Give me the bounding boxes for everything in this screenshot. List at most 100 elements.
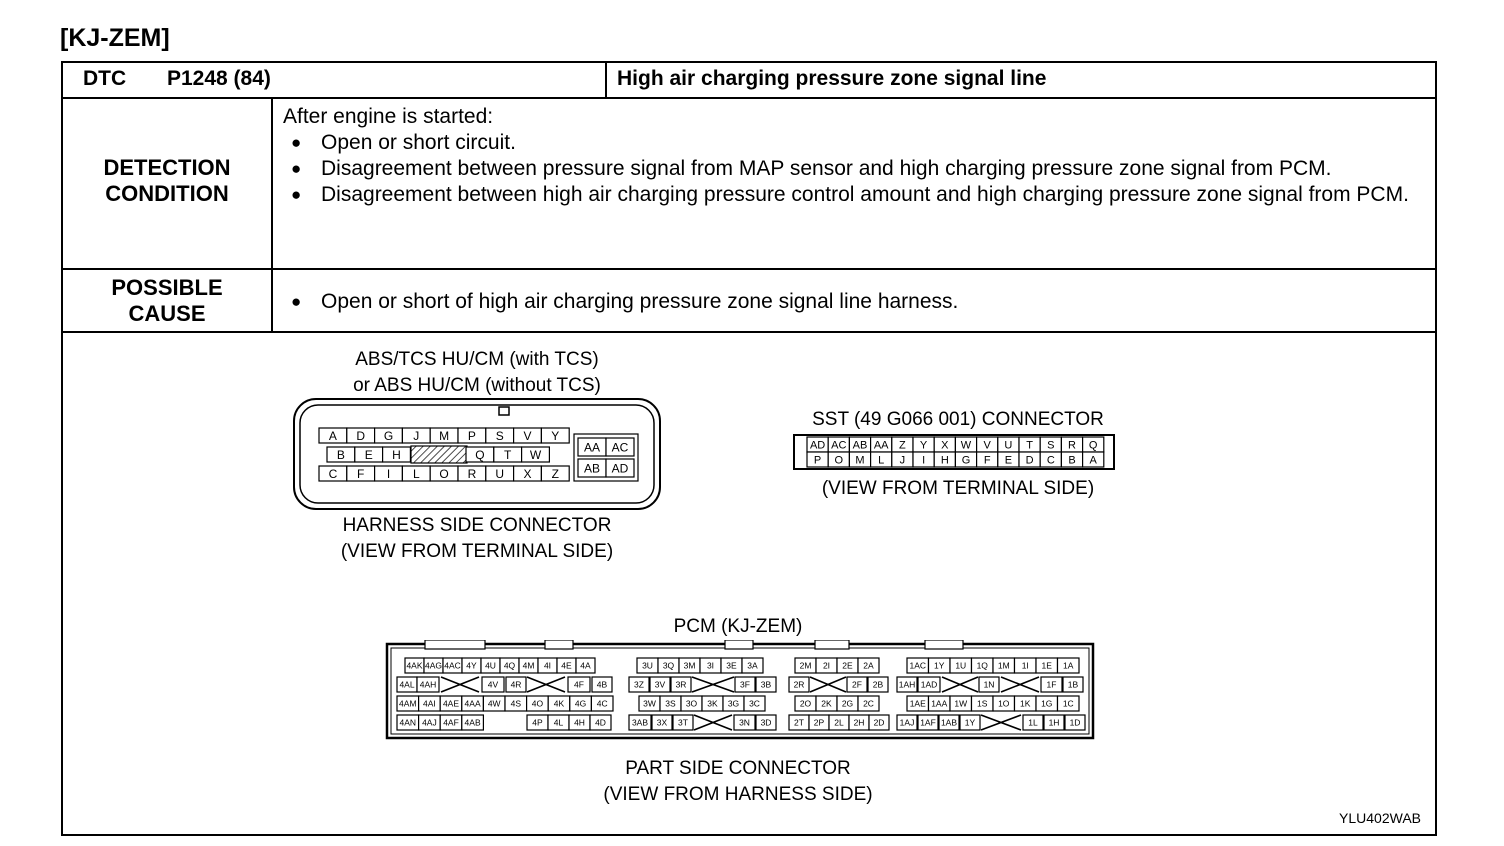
blank-cross-line — [980, 714, 1022, 731]
terminal-label: AB — [584, 461, 600, 475]
terminal-pin — [521, 446, 551, 463]
terminal-pin — [1040, 676, 1063, 693]
terminal-label: 4AN — [400, 718, 417, 728]
column-divider — [271, 97, 273, 331]
terminal-label: 4AF — [443, 718, 459, 728]
terminal-pin — [1056, 657, 1080, 674]
terminal-label: 3S — [665, 699, 676, 709]
list-item: Open or short of high air charging press… — [283, 289, 1423, 315]
terminal-label: 2R — [794, 680, 805, 690]
terminal-label: 3N — [739, 718, 750, 728]
model-heading: [KJ-ZEM] — [60, 24, 170, 52]
terminal-label: 3Q — [663, 661, 675, 671]
terminal-label: AD — [612, 461, 629, 475]
terminal-label: 2E — [842, 661, 853, 671]
terminal-label: 4AM — [399, 699, 416, 709]
terminal-label: 3B — [761, 680, 772, 690]
terminal-label: 3Z — [634, 680, 644, 690]
terminal-label: 2C — [863, 699, 874, 709]
terminal-label: 1Q — [977, 661, 989, 671]
terminal-label: 1K — [1020, 699, 1031, 709]
sst-connector-title: SST (49 G066 001) CONNECTOR — [812, 409, 1104, 430]
blank-cross-line — [809, 676, 847, 693]
terminal-pin — [1056, 695, 1080, 712]
blank-cross-line — [693, 714, 733, 731]
figure-code: YLU402WAB — [1339, 810, 1421, 826]
list-item: Disagreement between pressure signal fro… — [283, 156, 1423, 182]
terminal-label: P — [814, 454, 821, 466]
terminal-label: 3W — [643, 699, 656, 709]
terminal-label: 1Y — [965, 718, 976, 728]
terminal-label: 3AB — [632, 718, 648, 728]
terminal-label: 1N — [984, 680, 995, 690]
terminal-label: O — [835, 454, 844, 466]
terminal-pin — [959, 714, 981, 731]
terminal-label: 4W — [488, 699, 501, 709]
terminal-label: L — [413, 467, 420, 481]
terminal-label: 2A — [863, 661, 874, 671]
terminal-label: G — [962, 454, 971, 466]
terminal-label: 2P — [814, 718, 825, 728]
terminal-pin — [567, 676, 591, 693]
terminal-label: 3O — [686, 699, 698, 709]
terminal-pin — [896, 714, 918, 731]
terminal-label: 2M — [800, 661, 812, 671]
terminal-label: 4K — [554, 699, 565, 709]
column-divider — [605, 63, 607, 97]
terminal-label: 4AE — [443, 699, 459, 709]
terminal-label: 4F — [574, 680, 584, 690]
detection-list: Open or short circuit. Disagreement betw… — [283, 130, 1423, 208]
connector-key-tab — [424, 640, 486, 650]
terminal-label: 1E — [1042, 661, 1053, 671]
terminal-label: AC — [831, 439, 846, 451]
terminal-label: Z — [552, 467, 559, 481]
terminal-label: X — [523, 467, 531, 481]
terminal-label: 2G — [842, 699, 853, 709]
blank-cross-line — [440, 676, 480, 693]
connector-outline — [793, 434, 1115, 470]
connector-key-tab — [724, 640, 754, 650]
terminal-pin — [590, 695, 614, 712]
terminal-pin — [416, 676, 440, 693]
terminal-label: AA — [584, 440, 600, 454]
terminal-label: R — [468, 467, 477, 481]
terminal-label: 3R — [676, 680, 687, 690]
terminal-label: 4R — [511, 680, 522, 690]
terminal-label: 3V — [655, 680, 666, 690]
terminal-label: 4C — [597, 699, 608, 709]
terminal-label: T — [504, 448, 512, 462]
connector-key-tab — [544, 640, 574, 650]
terminal-pin — [1022, 714, 1044, 731]
terminal-pin — [917, 676, 941, 693]
terminal-label: L — [878, 454, 884, 466]
terminal-pin — [978, 676, 1000, 693]
terminal-label: V — [984, 439, 992, 451]
connector-outline — [293, 398, 661, 510]
terminal-label: 2D — [874, 718, 885, 728]
terminal-pin — [1043, 714, 1065, 731]
terminal-label: 3G — [728, 699, 739, 709]
terminal-label: C — [329, 467, 338, 481]
terminal-pin — [628, 714, 652, 731]
terminal-label: M — [855, 454, 864, 466]
connector-key-tab — [924, 640, 964, 650]
terminal-label: 4AJ — [422, 718, 437, 728]
terminal-label: AC — [612, 440, 629, 454]
terminal-pin — [788, 676, 810, 693]
terminal-pin — [917, 714, 939, 731]
terminal-label: 1H — [1049, 718, 1060, 728]
terminal-label: 3X — [657, 718, 668, 728]
terminal-label: 2O — [800, 699, 812, 709]
terminal-label: 3M — [684, 661, 696, 671]
terminal-label: 1Y — [934, 661, 945, 671]
terminal-label: 4B — [597, 680, 608, 690]
terminal-pin — [733, 714, 756, 731]
terminal-label: 1B — [1068, 680, 1079, 690]
terminal-label: 1AE — [910, 699, 926, 709]
terminal-pin — [651, 714, 673, 731]
terminal-pin — [755, 714, 777, 731]
terminal-label: 4AL — [399, 680, 414, 690]
terminal-label: J — [413, 429, 419, 443]
